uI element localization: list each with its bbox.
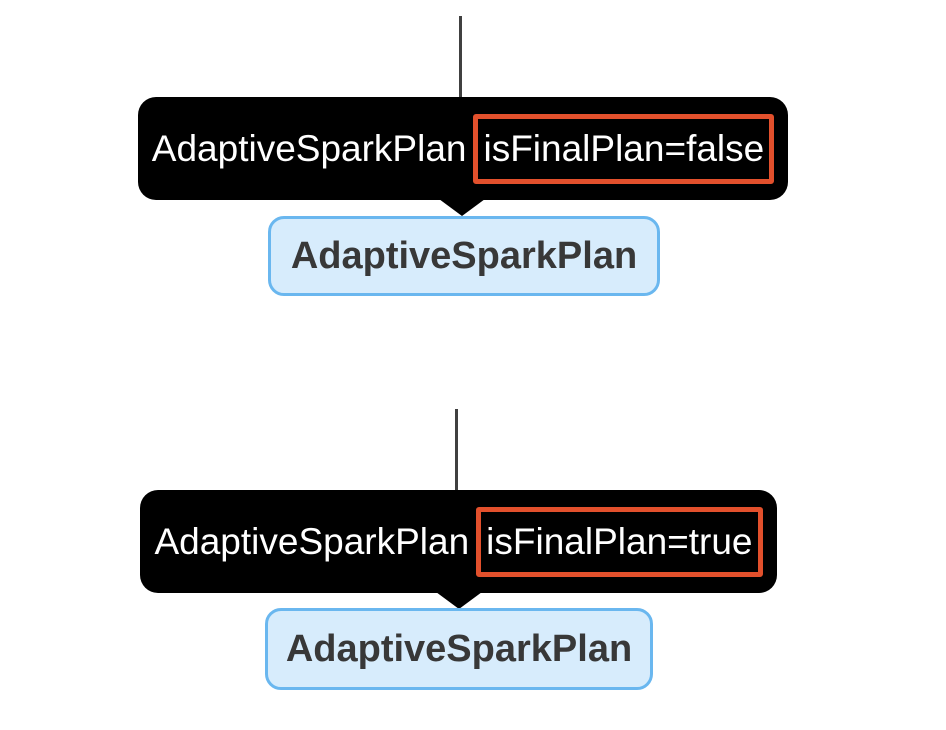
adaptive-spark-plan-node[interactable]: AdaptiveSparkPlan xyxy=(265,608,653,690)
edge-line xyxy=(455,409,458,492)
node-tooltip: AdaptiveSparkPlan isFinalPlan=true xyxy=(140,490,777,593)
tooltip-operator-text: AdaptiveSparkPlan xyxy=(151,127,467,169)
tooltip-pointer xyxy=(436,592,482,609)
edge-line xyxy=(459,16,462,99)
node-label: AdaptiveSparkPlan xyxy=(285,627,633,670)
tooltip-highlight-box: isFinalPlan=true xyxy=(476,506,763,577)
node-label: AdaptiveSparkPlan xyxy=(290,234,638,277)
tooltip-operator-text: AdaptiveSparkPlan xyxy=(154,520,470,562)
tooltip-highlight-box: isFinalPlan=false xyxy=(473,113,775,184)
adaptive-spark-plan-node[interactable]: AdaptiveSparkPlan xyxy=(268,216,660,296)
node-tooltip: AdaptiveSparkPlan isFinalPlan=false xyxy=(138,97,788,200)
tooltip-pointer xyxy=(439,199,485,216)
